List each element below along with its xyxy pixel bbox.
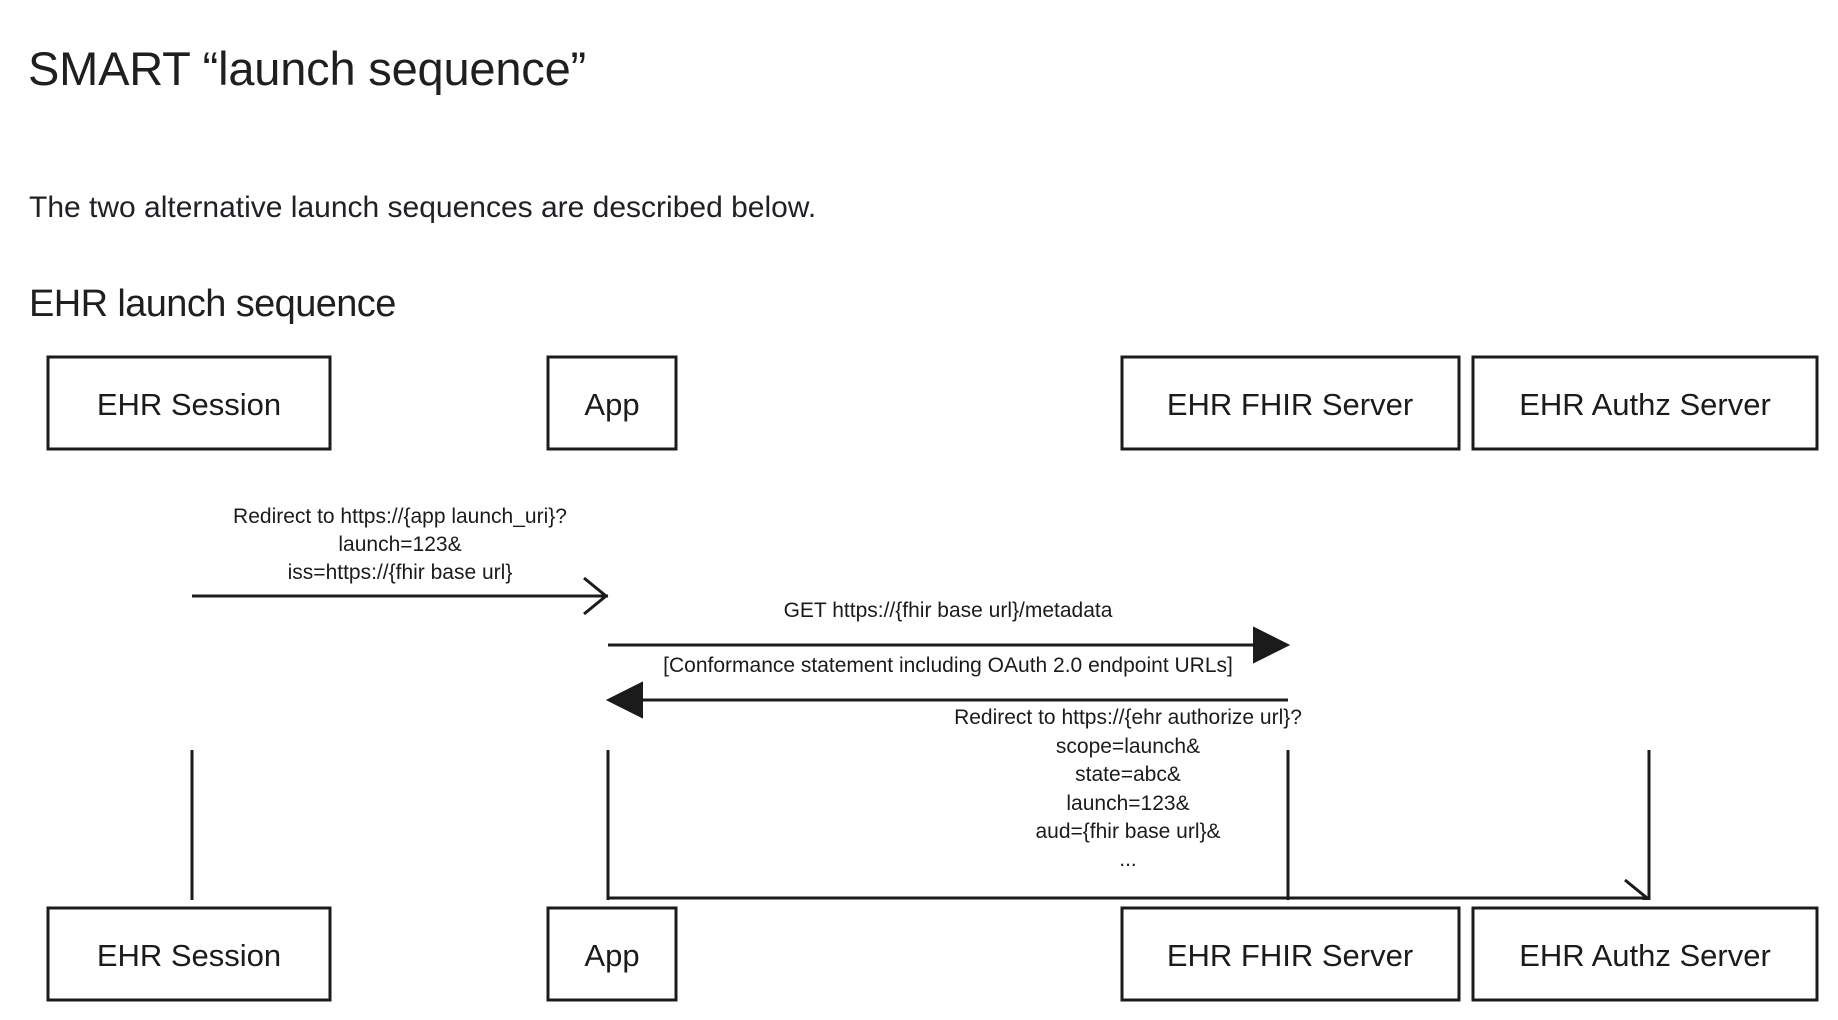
message-label-line-3: state=abc& bbox=[1075, 763, 1181, 786]
participant-box-ehr-authz-server-top: EHR Authz Server bbox=[1471, 355, 1819, 451]
message-label-line-5: aud={fhir base url}& bbox=[1035, 820, 1220, 843]
participant-label-ehr-session-top: EHR Session bbox=[97, 387, 281, 422]
participant-box-ehr-session-top: EHR Session bbox=[46, 355, 332, 451]
sequence-diagram-canvas: EHR Session App EHR FHIR Server EHR Auth… bbox=[46, 355, 1819, 900]
arrowhead-open-icon bbox=[1624, 878, 1650, 900]
participant-box-rect bbox=[1120, 355, 1461, 451]
sequence-diagram: EHR Session App EHR FHIR Server EHR Auth… bbox=[0, 330, 1838, 1002]
participant-label-ehr-authz-server-top: EHR Authz Server bbox=[1519, 387, 1771, 422]
sequence-diagram-footer-canvas: EHR Session App EHR FHIR Server EHR Auth… bbox=[46, 906, 1819, 1002]
message-redirect-authorize: Redirect to https://{ehr authorize url}?… bbox=[608, 706, 1650, 900]
participant-box-ehr-fhir-server-top: EHR FHIR Server bbox=[1120, 355, 1461, 451]
participant-box-rect bbox=[1471, 355, 1819, 451]
page-title: SMART “launch sequence” bbox=[28, 42, 586, 96]
message-get-metadata: GET https://{fhir base url}/metadata bbox=[608, 599, 1291, 664]
participant-label-ehr-authz-server-bottom: EHR Authz Server bbox=[1519, 938, 1771, 973]
message-label-line-1: Redirect to https://{ehr authorize url}? bbox=[954, 706, 1302, 729]
participant-label-ehr-fhir-server-bottom: EHR FHIR Server bbox=[1167, 938, 1413, 973]
participant-label-ehr-session-bottom: EHR Session bbox=[97, 938, 281, 973]
message-label-line-3: iss=https://{fhir base url} bbox=[288, 561, 513, 584]
message-conformance-statement: [Conformance statement including OAuth 2… bbox=[605, 654, 1288, 719]
message-label-line-2: launch=123& bbox=[338, 533, 461, 556]
participant-box-rect bbox=[46, 906, 332, 1002]
section-heading-ehr-launch-sequence: EHR launch sequence bbox=[29, 282, 396, 325]
participant-label-app-bottom: App bbox=[584, 938, 639, 973]
participant-box-app-top: App bbox=[546, 355, 678, 451]
arrowhead-open-icon bbox=[583, 576, 609, 616]
intro-paragraph: The two alternative launch sequences are… bbox=[29, 191, 817, 224]
participant-label-app-top: App bbox=[584, 387, 639, 422]
message-label-line-4: launch=123& bbox=[1066, 792, 1189, 815]
lifelines bbox=[190, 750, 1651, 900]
participant-boxes-bottom: EHR Session App EHR FHIR Server EHR Auth… bbox=[46, 906, 1819, 1002]
participant-box-ehr-session-bottom: EHR Session bbox=[46, 906, 332, 1002]
arrowhead-filled-icon bbox=[605, 681, 643, 719]
participant-box-rect bbox=[546, 355, 678, 451]
participant-box-ehr-authz-server-bottom: EHR Authz Server bbox=[1471, 906, 1819, 1002]
arrowhead-filled-icon bbox=[1253, 626, 1291, 664]
participant-box-app-bottom: App bbox=[546, 906, 678, 1002]
message-label-line-1: GET https://{fhir base url}/metadata bbox=[784, 599, 1113, 622]
participant-box-rect bbox=[1471, 906, 1819, 1002]
message-label-line-1: Redirect to https://{app launch_uri}? bbox=[233, 505, 567, 528]
message-label-line-1: [Conformance statement including OAuth 2… bbox=[663, 654, 1233, 677]
participant-box-rect bbox=[1120, 906, 1461, 1002]
participant-label-ehr-fhir-server-top: EHR FHIR Server bbox=[1167, 387, 1413, 422]
message-label-line-2: scope=launch& bbox=[1056, 735, 1200, 758]
message-redirect-launch-uri: Redirect to https://{app launch_uri}? la… bbox=[192, 505, 609, 616]
participant-box-rect bbox=[46, 355, 332, 451]
participant-box-rect bbox=[546, 906, 678, 1002]
message-label-line-6: ... bbox=[1119, 848, 1137, 871]
participant-box-ehr-fhir-server-bottom: EHR FHIR Server bbox=[1120, 906, 1461, 1002]
participant-boxes-top: EHR Session App EHR FHIR Server EHR Auth… bbox=[46, 355, 1819, 451]
